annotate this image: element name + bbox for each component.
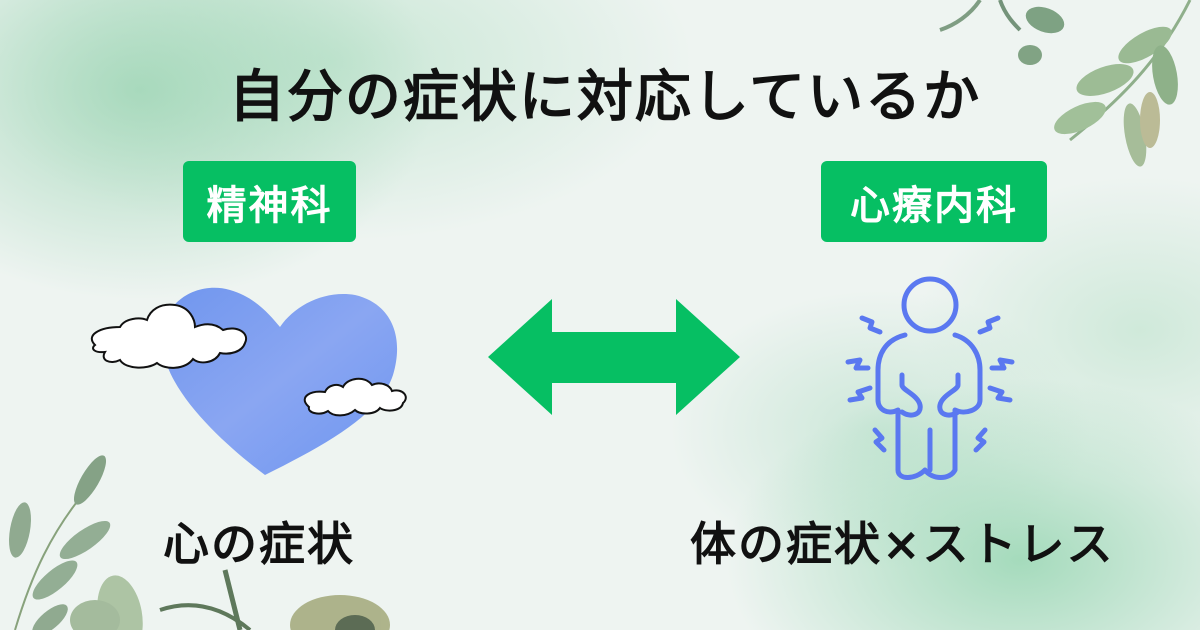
heart-with-clouds-icon <box>90 287 407 475</box>
caption-physical-symptoms-stress: 体の症状×ストレス <box>690 517 1115 571</box>
double-arrow-icon <box>488 299 740 415</box>
caption-mental-symptoms: 心の症状 <box>163 517 355 571</box>
foliage-bottom-left-icon <box>9 455 390 630</box>
department-badge-psychiatry: 精神科 <box>183 161 356 242</box>
person-in-pain-icon <box>845 276 1015 480</box>
foliage-top-right-icon <box>939 0 1192 167</box>
department-badge-psychosomatic: 心療内科 <box>821 161 1047 242</box>
page-title: 自分の症状に対応しているか <box>228 65 982 130</box>
